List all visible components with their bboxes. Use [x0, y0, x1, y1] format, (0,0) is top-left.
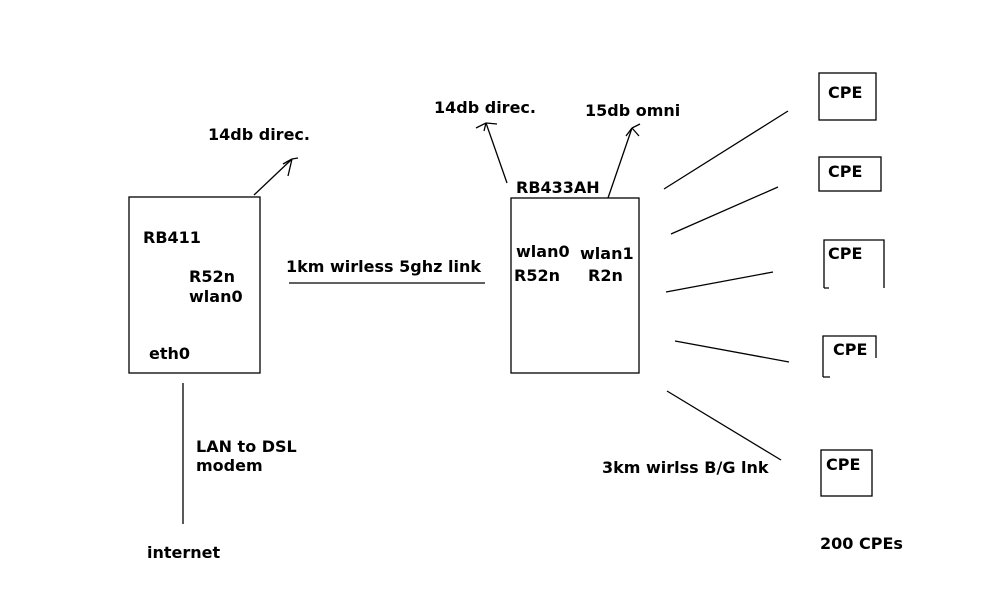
cpe-label: CPE — [833, 340, 867, 359]
cpe-label: CPE — [828, 83, 862, 102]
cpe-label: CPE — [826, 455, 860, 474]
right-router-group: RB433AH wlan0 R52n wlan1 R2n 14db direc.… — [434, 98, 680, 374]
cpe-label: CPE — [828, 162, 862, 181]
right-directional-antenna-icon — [475, 122, 508, 184]
cpe-link-line — [663, 110, 789, 190]
cpe-links-group: 3km wirlss B/G lnk — [602, 110, 790, 477]
right-omni-antenna-label: 15db omni — [585, 101, 680, 120]
left-directional-antenna-icon — [253, 157, 299, 196]
left-antenna-label: 14db direc. — [208, 125, 310, 144]
rb433ah-label: RB433AH — [516, 178, 600, 197]
cpe-box — [818, 72, 877, 121]
cpe-link-line — [666, 390, 782, 461]
backhaul-link-label: 1km wirless 5ghz link — [286, 257, 481, 276]
rb433ah-wlan0-label: wlan0 — [516, 242, 570, 261]
rb433ah-wlan1-label: wlan1 — [580, 244, 634, 263]
cpe-box — [818, 156, 882, 192]
rb411-wlan0-label: wlan0 — [189, 287, 243, 306]
internet-label: internet — [147, 543, 221, 562]
lan-label-line2: modem — [196, 456, 263, 475]
rb411-eth0-label: eth0 — [149, 344, 190, 363]
rb433ah-wlan0-radio-label: R52n — [514, 266, 560, 285]
cpe-link-line — [674, 340, 790, 363]
access-link-label: 3km wirlss B/G lnk — [602, 458, 769, 477]
cpe-count-label: 200 CPEs — [820, 534, 903, 553]
lan-label-line1: LAN to DSL — [196, 437, 297, 456]
right-omni-antenna-icon — [607, 123, 641, 199]
rb411-router-box — [128, 196, 261, 374]
rb433ah-router-box — [510, 197, 640, 374]
cpe-box — [820, 449, 873, 497]
rb433ah-wlan1-radio-label: R2n — [588, 266, 623, 285]
backhaul-link-group: 1km wirless 5ghz link — [286, 257, 485, 284]
cpe-label: CPE — [828, 244, 862, 263]
cpe-box — [822, 335, 877, 378]
cpe-link-line — [665, 271, 774, 293]
rb411-radio-label: R52n — [189, 267, 235, 286]
cpe-link-line — [670, 186, 779, 235]
right-directional-antenna-label: 14db direc. — [434, 98, 536, 117]
rb411-label: RB411 — [143, 228, 201, 247]
uplink-group: LAN to DSL modem internet — [147, 383, 297, 562]
cpe-box — [823, 239, 885, 289]
left-router-group: RB411 R52n wlan0 eth0 14db direc. — [128, 125, 310, 374]
cpe-boxes-group: CPE CPE CPE CPE CPE 200 CPEs — [818, 72, 903, 553]
